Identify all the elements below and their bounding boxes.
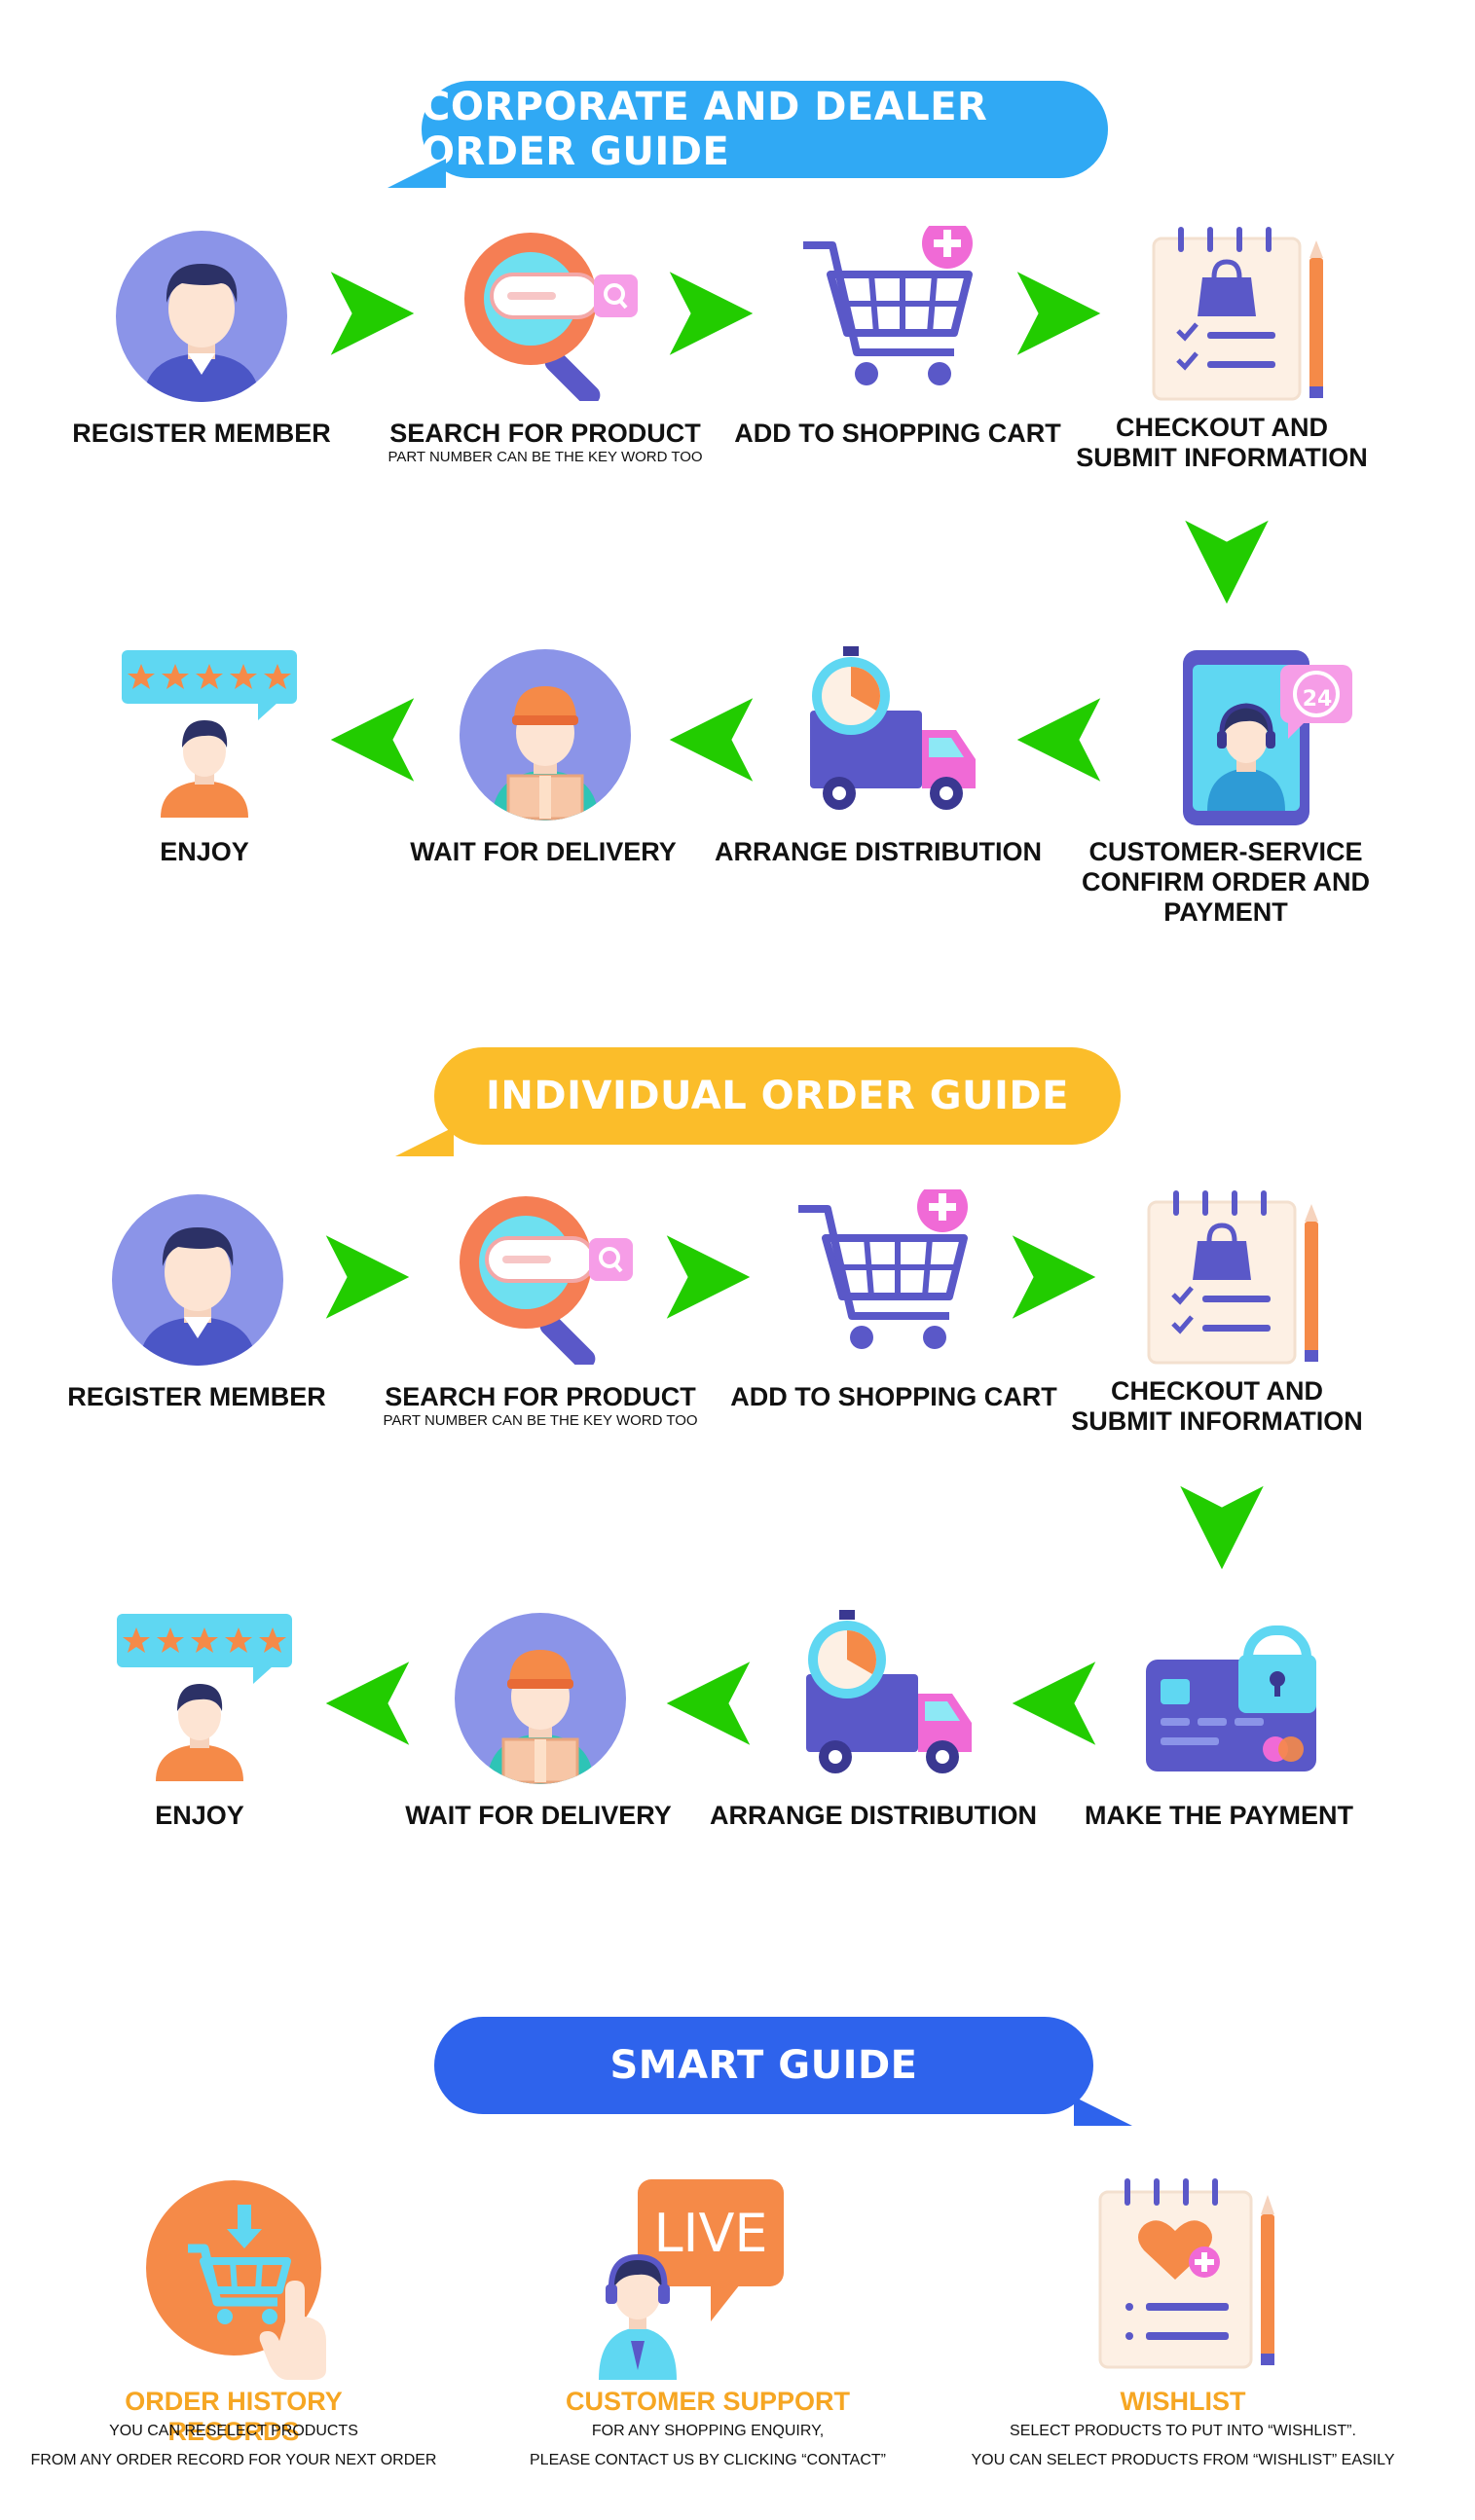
wishlist-desc-line1: SELECT PRODUCTS TO PUT INTO “WISHLIST”. bbox=[1010, 2423, 1356, 2439]
step-wait-label: WAIT FOR DELIVERY bbox=[410, 837, 677, 866]
corporate-guide-banner: CORPORATE AND DEALER ORDER GUIDE bbox=[387, 81, 1108, 188]
step-checkout-label-line2: SUBMIT INFORMATION bbox=[1076, 443, 1368, 472]
arrow-down-icon bbox=[1173, 1481, 1271, 1574]
register-member-icon bbox=[110, 1192, 285, 1368]
order-history-desc-line1: YOU CAN RESELECT PRODUCTS bbox=[109, 2423, 358, 2439]
credit-card-lock-icon bbox=[1131, 1601, 1326, 1786]
review-stars-icon bbox=[107, 1606, 302, 1781]
arrow-left-icon bbox=[662, 1655, 755, 1752]
search-product-icon bbox=[448, 1189, 643, 1365]
arrow-right-icon bbox=[321, 1228, 414, 1326]
arrow-left-icon bbox=[326, 691, 419, 788]
shopping-cart-icon bbox=[793, 226, 988, 401]
wishlist-title: WISHLIST bbox=[1120, 2387, 1246, 2416]
delivery-truck-icon bbox=[791, 642, 985, 818]
order-history-desc-line2: FROM ANY ORDER RECORD FOR YOUR NEXT ORDE… bbox=[30, 2452, 437, 2468]
step-service-label-line2: CONFIRM ORDER AND PAYMENT bbox=[1082, 867, 1370, 927]
step-register-label: REGISTER MEMBER bbox=[72, 419, 331, 448]
smart-guide-title: SMART GUIDE bbox=[609, 2043, 918, 2088]
delivery-truck-icon bbox=[787, 1606, 981, 1781]
step-wait-label: WAIT FOR DELIVERY bbox=[405, 1801, 672, 1830]
customer-service-icon: 24 bbox=[1163, 645, 1358, 830]
search-product-icon bbox=[453, 226, 647, 401]
arrow-left-icon bbox=[1013, 691, 1105, 788]
checkout-clipboard-icon bbox=[1134, 219, 1329, 404]
step-checkout-label-line2: SUBMIT INFORMATION bbox=[1071, 1406, 1363, 1436]
arrow-down-icon bbox=[1178, 516, 1275, 608]
step-service-label-line1: CUSTOMER-SERVICE bbox=[1088, 837, 1363, 866]
shopping-cart-icon bbox=[789, 1189, 983, 1365]
customer-support-title: CUSTOMER SUPPORT bbox=[565, 2387, 851, 2416]
live-badge-text: LIVE bbox=[653, 2203, 768, 2264]
courier-icon bbox=[458, 647, 633, 822]
step-checkout-label-line1: CHECKOUT AND bbox=[1111, 1376, 1323, 1406]
wishlist-desc-line2: YOU CAN SELECT PRODUCTS FROM “WISHLIST” … bbox=[971, 2452, 1395, 2468]
customer-support-desc-line1: FOR ANY SHOPPING ENQUIRY, bbox=[591, 2423, 825, 2439]
step-arrange-label: ARRANGE DISTRIBUTION bbox=[710, 1801, 1037, 1830]
service-24-badge: 24 bbox=[1302, 687, 1333, 712]
step-register-label: REGISTER MEMBER bbox=[67, 1382, 326, 1411]
step-enjoy-label: ENJOY bbox=[155, 1801, 244, 1830]
step-search-sublabel: PART NUMBER CAN BE THE KEY WORD TOO bbox=[387, 449, 703, 465]
arrow-right-icon bbox=[1013, 265, 1105, 362]
arrow-left-icon bbox=[321, 1655, 414, 1752]
individual-guide-banner: INDIVIDUAL ORDER GUIDE bbox=[395, 1047, 1121, 1156]
wishlist-icon bbox=[1086, 2171, 1280, 2375]
customer-support-desc-line2: PLEASE CONTACT US BY CLICKING “CONTACT” bbox=[530, 2452, 886, 2468]
arrow-left-icon bbox=[665, 691, 757, 788]
live-support-icon: LIVE bbox=[594, 2175, 789, 2380]
order-history-icon bbox=[141, 2175, 336, 2380]
step-search-label: SEARCH FOR PRODUCT bbox=[385, 1382, 696, 1411]
step-arrange-label: ARRANGE DISTRIBUTION bbox=[715, 837, 1042, 866]
arrow-right-icon bbox=[326, 265, 419, 362]
step-enjoy-label: ENJOY bbox=[160, 837, 249, 866]
individual-guide-title: INDIVIDUAL ORDER GUIDE bbox=[486, 1074, 1069, 1118]
register-member-icon bbox=[114, 229, 289, 404]
arrow-left-icon bbox=[1008, 1655, 1100, 1752]
arrow-right-icon bbox=[1008, 1228, 1100, 1326]
step-payment-label: MAKE THE PAYMENT bbox=[1084, 1801, 1354, 1830]
step-cart-label: ADD TO SHOPPING CART bbox=[734, 419, 1061, 448]
step-search-label: SEARCH FOR PRODUCT bbox=[389, 419, 701, 448]
step-cart-label: ADD TO SHOPPING CART bbox=[730, 1382, 1057, 1411]
arrow-right-icon bbox=[662, 1228, 755, 1326]
order-history-title: ORDER HISTORY RECORDS bbox=[125, 2387, 343, 2446]
corporate-guide-title: CORPORATE AND DEALER ORDER GUIDE bbox=[422, 85, 988, 174]
courier-icon bbox=[453, 1611, 628, 1786]
step-search-sublabel: PART NUMBER CAN BE THE KEY WORD TOO bbox=[383, 1412, 698, 1429]
step-checkout-label-line1: CHECKOUT AND bbox=[1116, 413, 1328, 442]
checkout-clipboard-icon bbox=[1129, 1183, 1324, 1368]
review-stars-icon bbox=[112, 642, 307, 818]
smart-guide-banner: SMART GUIDE bbox=[434, 2017, 1132, 2126]
arrow-right-icon bbox=[665, 265, 757, 362]
